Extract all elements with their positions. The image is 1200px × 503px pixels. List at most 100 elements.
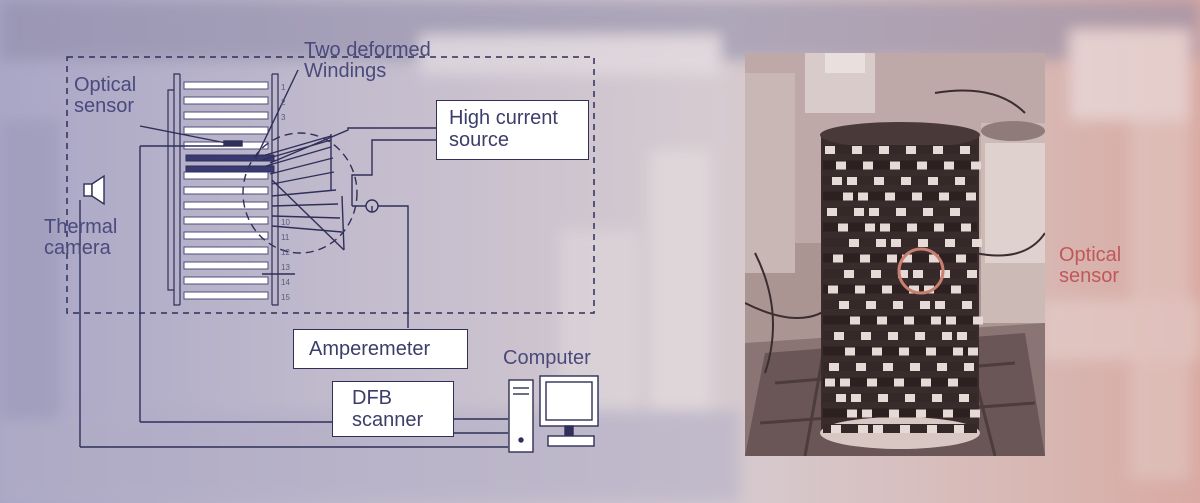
coil-spacer [855,285,865,294]
coil-spacer [860,254,870,263]
coil-spacer [890,161,900,170]
high-current-source-box: High current source [436,100,589,160]
coil-spacer [847,177,857,185]
optical-sensor-label: Optical sensor [74,75,136,117]
optical-sensor-photo-label: Optical sensor [1059,245,1121,287]
coil-spacer [869,208,879,216]
coil-spacer [953,347,963,356]
coil-spacer [913,270,923,278]
coil-spacer [876,239,886,247]
coil-spacer [889,409,899,418]
coil-spacer [907,223,917,232]
coil-ring [823,362,977,371]
coil-spacer [924,285,934,294]
coil-spacer [906,146,916,154]
winding-number: 11 [281,233,290,242]
coil-spacer [928,177,938,185]
coil-spacer [909,285,919,294]
thermal-camera-label: Thermal camera [44,217,117,259]
coil-spacer [825,378,835,387]
coil-ring [823,284,977,294]
coil-spacer [894,378,904,387]
coil-spacer [926,347,936,356]
winding-frame [173,73,181,306]
coil-spacer [879,146,889,154]
winding-number: 1 [281,83,286,92]
coil-spacer [872,347,882,356]
winding-number: 15 [281,293,290,302]
deformed-windings [185,154,275,173]
circle-marker-icon [897,247,945,295]
camera-horn-icon [83,174,105,206]
coil-spacer [970,409,980,418]
coil-spacer [929,254,939,263]
coil-ring [823,176,977,185]
label-line-2: sensor [74,95,135,117]
amperemeter-box: Amperemeter [293,329,468,369]
coil-spacer [856,363,866,371]
coil-spacer [828,285,838,294]
coil-spacer [865,223,875,232]
coil-spacer [858,192,868,201]
coil-spacer [933,146,943,154]
coil-spacer [955,177,965,185]
coil-spacer [937,363,947,371]
coil-spacer [880,223,890,232]
coil-ring [823,393,977,402]
coil-spacer [885,192,895,201]
coil-spacer [831,425,841,433]
coil-spacer [967,270,977,278]
coil-spacer [960,146,970,154]
coil-spacer [873,425,883,433]
coil-spacer [923,208,933,216]
coil-spacer [950,208,960,216]
coil-spacer [861,332,871,340]
dfb-scanner-box: DFB scanner [332,381,454,437]
box-line-1: High current [449,107,558,129]
coil-spacer [957,332,967,340]
box-line-2: source [449,129,510,151]
coil-spacer [844,270,854,278]
optical-sensor-pad [223,140,243,147]
coil-spacer [838,223,848,232]
enclosure-dashed-box [66,56,595,314]
coil-spacer [961,223,971,232]
box-line-2: scanner [352,409,424,431]
coil-spacer [852,146,862,154]
coil-spacer [920,301,930,309]
coil-spacer [834,332,844,340]
coil-spacer [931,316,941,325]
coil-spacer [959,394,969,402]
coil-ring [823,253,977,263]
coil-spacer [862,409,872,418]
label-line-1: Two deformed [304,39,431,61]
coil-spacer [845,347,855,356]
coil-spacer [962,301,972,309]
coil-spacer [968,347,978,356]
winding-stack [183,81,269,300]
coil-spacer [945,239,955,247]
coil-spacer [839,301,849,309]
coil-spacer [971,161,981,170]
coil-spacer [916,409,926,418]
coil-spacer [833,254,843,263]
coil-spacer [866,301,876,309]
coil-spacer [927,425,937,433]
coil-spacer [847,409,857,418]
coil-spacer [940,270,950,278]
coil-ring [823,331,977,340]
label-line-1: Thermal [44,216,118,238]
coil-spacer [973,316,983,325]
coil-spacer [893,301,903,309]
label-line-2: Windings [304,60,387,82]
label-line-2: camera [44,237,111,259]
coil-spacer [843,192,853,201]
coil-ring [823,191,977,201]
coil-spacer [966,192,976,201]
coil-spacer [871,270,881,278]
coil-spacer [878,394,888,402]
winding-number: 3 [281,113,286,122]
coil-spacer [935,301,945,309]
label-line-2: sensor [1059,265,1120,287]
coil-spacer [832,177,842,185]
